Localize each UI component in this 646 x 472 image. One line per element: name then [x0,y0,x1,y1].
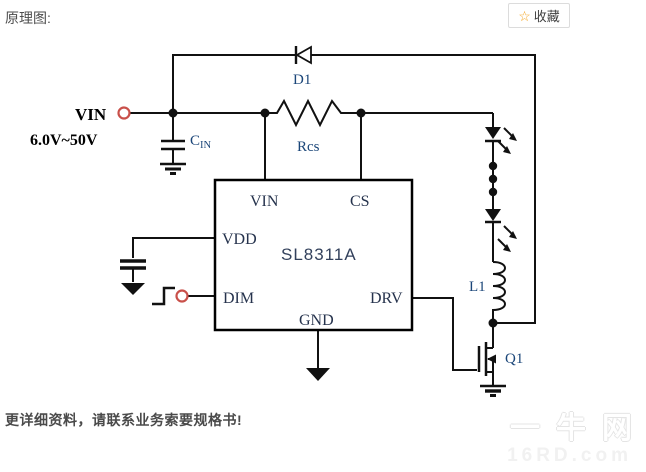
wire-pin-drv [412,297,477,371]
capacitor-cin-label: CIN [190,133,212,151]
capacitor-vdd-symbol [120,259,146,270]
dim-terminal [175,289,189,303]
wire-pin-vdd [132,237,215,258]
pulse-waveform-icon [152,286,175,306]
led-ellipsis-dots [488,161,498,197]
chip-pin-drv: DRV [370,290,403,307]
diode-d1-symbol [294,45,312,65]
mosfet-q1-label: Q1 [505,351,523,367]
inductor-l1-label: L1 [469,279,486,295]
vin-terminal [117,106,131,120]
favorite-button[interactable]: ☆ 收藏 [508,3,570,28]
top-bar: 原理图: ☆ 收藏 [0,0,646,34]
ground-chip [306,368,330,381]
chip-pin-vin: VIN [250,193,279,210]
chip-pin-gnd: GND [299,312,334,329]
chip-pin-cs: CS [350,193,370,210]
inductor-l1-symbol [492,261,506,323]
star-icon: ☆ [518,7,531,24]
junction-dots [168,108,498,328]
resistor-rcs-symbol [270,98,355,128]
capacitor-cin-symbol [161,139,185,151]
diode-d1-label: D1 [293,72,311,88]
ground-vdd [121,283,145,295]
led-1-symbol [485,127,517,154]
resistor-rcs-label: Rcs [297,139,320,155]
ground-cin [160,162,186,175]
favorite-button-label: 收藏 [533,9,560,24]
footer-note: 更详细资料，请联系业务索要规格书! [5,412,243,428]
chip-part-number: SL8311A [281,245,357,264]
chip-pin-dim: DIM [223,290,254,307]
chip-body [213,178,414,332]
wire-diode-branch [172,54,536,324]
section-title: 原理图: [5,10,51,26]
vin-source-label: VIN [75,105,107,124]
chip-pin-vdd: VDD [222,231,257,248]
led-2-symbol [485,209,517,252]
mosfet-q1-symbol [477,342,496,376]
ground-q1 [480,384,506,397]
vin-voltage-range: 6.0V~50V [30,132,98,149]
